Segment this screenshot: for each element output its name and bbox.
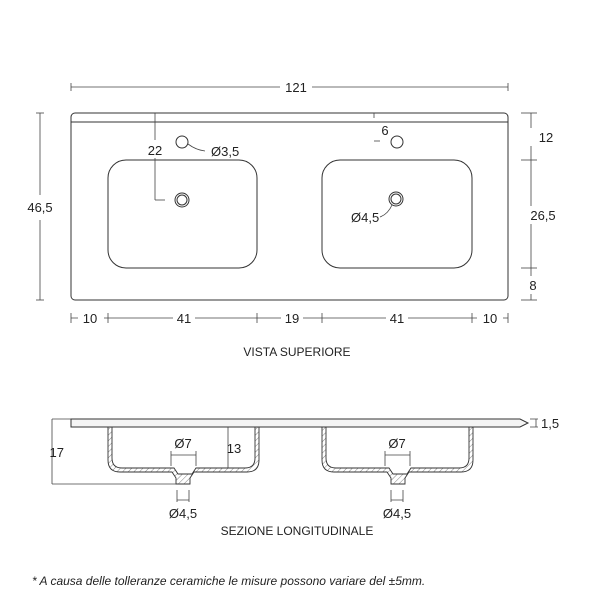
bottom-dimensions: 10 41 19 41 10	[70, 310, 509, 326]
countertop-slab	[70, 418, 530, 428]
right-margin-label: 10	[483, 311, 497, 326]
overall-depth-dimension: 46,5	[27, 112, 53, 301]
right-basin-width-label: 41	[390, 311, 404, 326]
tap-offset-label: 22	[148, 143, 162, 158]
basin-depth-label: 26,5	[530, 208, 555, 223]
section-view: 17 13 1,5 Ø7 Ø7 Ø4,5 Ø4,5 SEZIONE LONGIT…	[50, 416, 560, 538]
left-margin-label: 10	[83, 311, 97, 326]
drain-diameter-label: Ø4,5	[351, 210, 379, 225]
basin-depth-section-label: 13	[227, 441, 241, 456]
top-thickness-label: 1,5	[541, 416, 559, 431]
right-basin-section	[321, 426, 474, 485]
countertop-outline	[70, 112, 509, 301]
left-outlet-outer-label: Ø7	[174, 436, 191, 451]
tap-hole-diameter-label: Ø3,5	[211, 144, 239, 159]
left-drain	[174, 192, 190, 208]
overall-width-label: 121	[285, 80, 307, 95]
top-view: 121 46,5 22 6 Ø3,5 Ø	[27, 80, 564, 359]
left-tap-hole	[175, 135, 189, 149]
left-basin-section	[107, 426, 260, 485]
right-outlet-inner-label: Ø4,5	[383, 506, 411, 521]
back-margin-label: 12	[539, 130, 553, 145]
overall-width-dimension: 121	[70, 80, 509, 95]
right-drain-inner	[390, 193, 402, 205]
right-dimensions: 12 26,5 8	[520, 112, 564, 301]
left-basin	[107, 159, 258, 269]
front-margin-label: 8	[529, 278, 536, 293]
right-basin	[321, 159, 473, 269]
left-basin-width-label: 41	[177, 311, 191, 326]
left-outlet-inner-label: Ø4,5	[169, 506, 197, 521]
center-gap-label: 19	[285, 311, 299, 326]
right-drain	[388, 191, 404, 207]
left-drain-inner	[176, 194, 188, 206]
top-view-title: VISTA SUPERIORE	[243, 345, 350, 359]
right-outlet-outer-label: Ø7	[388, 436, 405, 451]
right-tap-hole	[390, 135, 404, 149]
tolerance-footnote: * A causa delle tolleranze ceramiche le …	[32, 574, 425, 588]
total-height-label: 17	[50, 445, 64, 460]
tap-side-offset-label: 6	[381, 123, 388, 138]
section-view-title: SEZIONE LONGITUDINALE	[221, 524, 374, 538]
overall-depth-label: 46,5	[27, 200, 52, 215]
